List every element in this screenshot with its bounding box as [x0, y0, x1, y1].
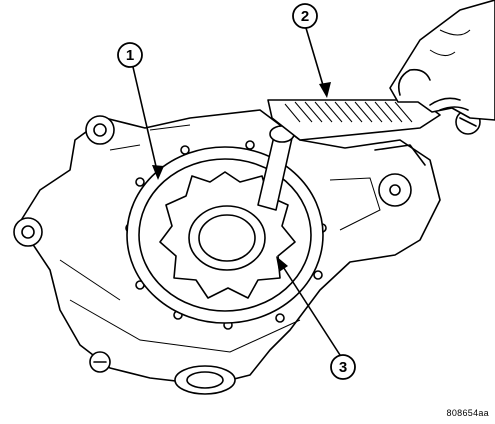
callout-2: 2	[292, 3, 318, 29]
callout-1-label: 1	[126, 47, 134, 64]
figure-id: 808654aa	[446, 408, 489, 418]
callout-2-label: 2	[301, 8, 309, 25]
callout-leaders	[132, 27, 341, 356]
hand-illustration	[389, 0, 495, 121]
callout-1: 1	[117, 42, 143, 68]
feeler-gauge	[257, 99, 441, 211]
callout-3: 3	[330, 354, 356, 380]
callout-3-label: 3	[339, 359, 347, 376]
